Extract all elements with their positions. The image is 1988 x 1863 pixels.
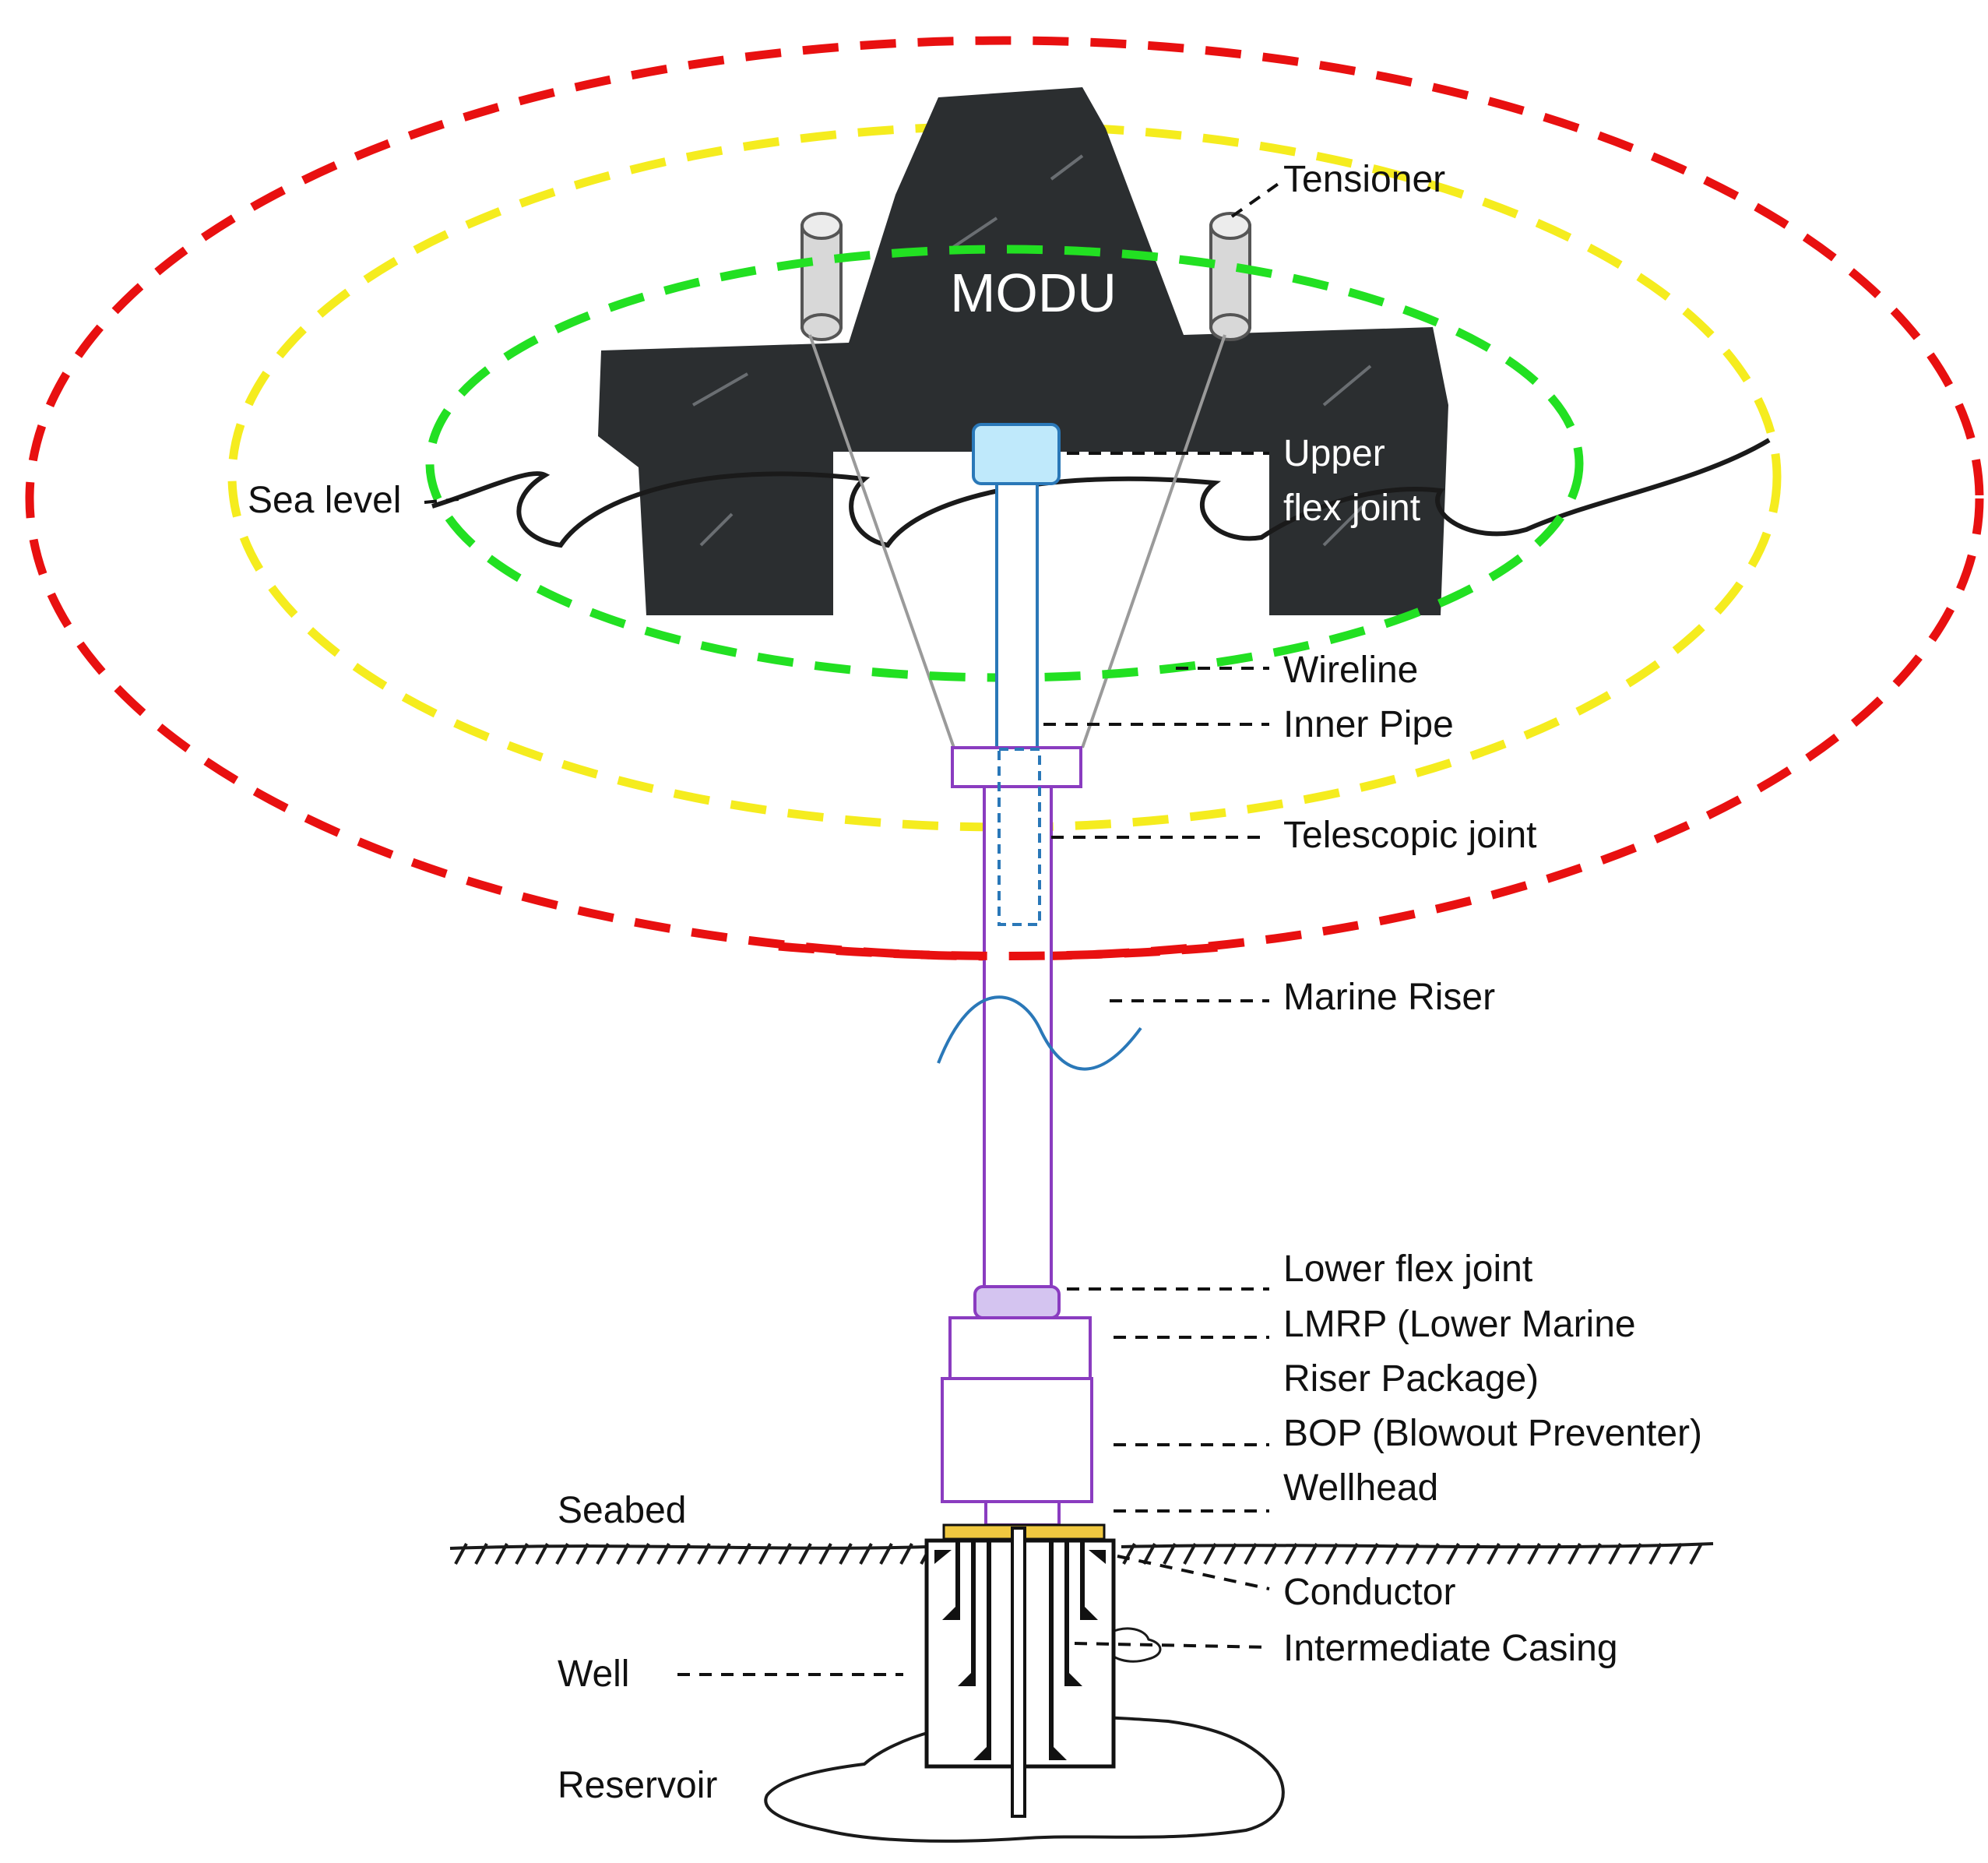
- inner-pipe: [995, 482, 1039, 750]
- reservoir-label: Reservoir: [558, 1765, 717, 1806]
- sea-level-label: Sea level: [248, 480, 401, 521]
- conductor-label: Conductor: [1283, 1572, 1455, 1613]
- inner-pipe-label: Inner Pipe: [1283, 704, 1454, 745]
- wireline-right: [1081, 334, 1226, 748]
- modu-platform: [598, 87, 1448, 615]
- wellhead-label: Wellhead: [1283, 1467, 1438, 1509]
- upper-flex-joint: [972, 423, 1061, 485]
- lower-flex-joint-label: Lower flex joint: [1283, 1248, 1532, 1290]
- wellhead-connector: [984, 1500, 1061, 1527]
- lmrp-label-line2: Riser Package): [1283, 1358, 1539, 1400]
- lmrp-label-line1: LMRP (Lower Marine: [1283, 1304, 1636, 1345]
- bop-label: BOP (Blowout Preventer): [1283, 1413, 1702, 1454]
- intermediate-casing-label: Intermediate Casing: [1283, 1628, 1618, 1669]
- outer-zone-front-arc: [778, 942, 1231, 960]
- modu-label: MODU: [950, 262, 1117, 323]
- upper-flex-joint-label-line1: Upper: [1283, 433, 1385, 474]
- leader-lines: [424, 178, 1286, 1676]
- seabed-label: Seabed: [558, 1490, 687, 1531]
- telescopic-joint-collar: [951, 746, 1082, 788]
- lower-flex-joint: [973, 1285, 1061, 1319]
- well-label: Well: [558, 1653, 629, 1695]
- lmrp-block: [948, 1316, 1092, 1380]
- wireline-label: Wireline: [1283, 650, 1418, 691]
- riser-wave-symbol: [937, 995, 1142, 1071]
- formation-pocket: [1104, 1627, 1162, 1663]
- marine-riser: [983, 785, 1053, 1288]
- tensioner-label: Tensioner: [1283, 159, 1445, 200]
- telescopic-joint-label: Telescopic joint: [1283, 815, 1537, 856]
- drill-string: [1011, 1527, 1026, 1818]
- tensioner-right: [1209, 212, 1251, 341]
- tensioner-left: [800, 212, 843, 341]
- bop-block: [941, 1377, 1093, 1503]
- upper-flex-joint-label-line2: flex joint: [1283, 488, 1420, 529]
- inner-pipe-inside-riser: [998, 748, 1041, 926]
- casing-shoes: [934, 1550, 1106, 1760]
- marine-riser-label: Marine Riser: [1283, 977, 1495, 1018]
